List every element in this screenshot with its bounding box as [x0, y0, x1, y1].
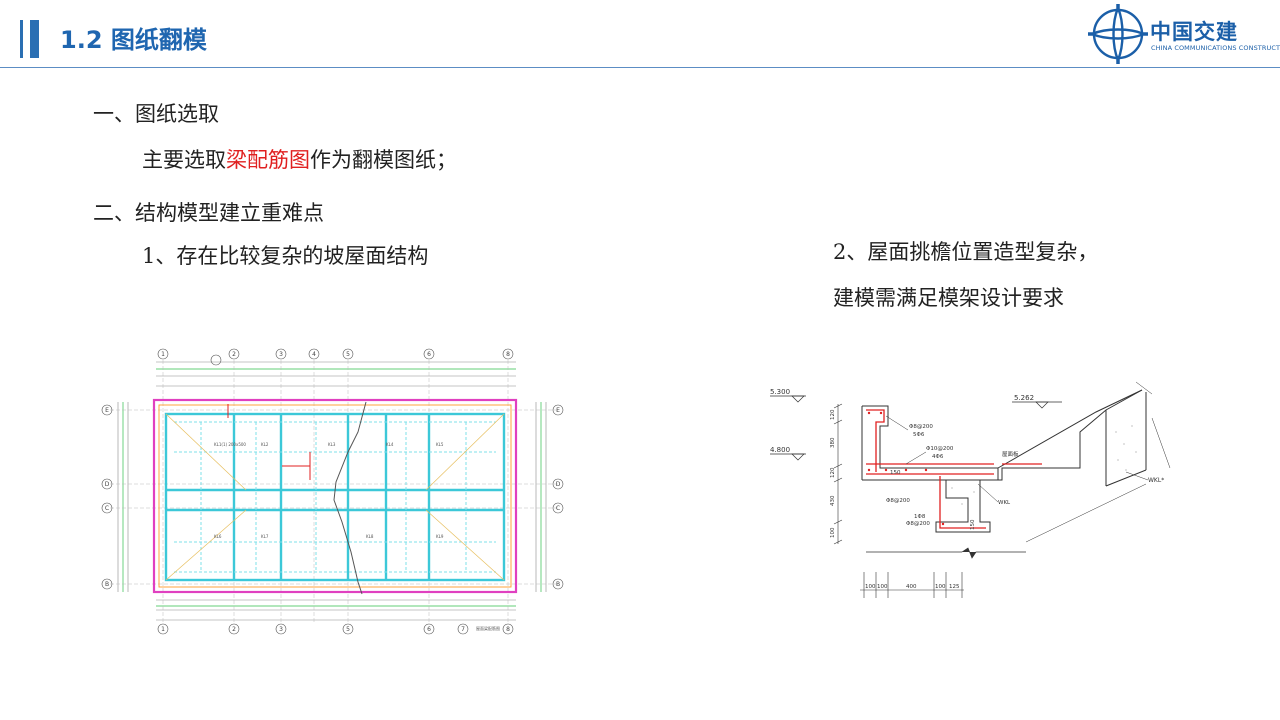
- svg-text:KL4: KL4: [386, 442, 394, 447]
- section-2-heading: 二、结构模型建立重难点: [93, 201, 324, 225]
- beam-label-wkl-ext: WKL*: [1148, 477, 1164, 484]
- axis-top-3: 3: [279, 351, 283, 358]
- axis-right-b: B: [556, 581, 560, 588]
- dim-v-3: 120: [830, 467, 836, 478]
- axis-bottom-2: 2: [232, 626, 236, 633]
- dim-150-vertical: 150: [970, 519, 976, 530]
- axis-bottom-7: 7: [461, 626, 465, 633]
- level-5262: 5.262: [1014, 394, 1034, 402]
- dim-h-3: 400: [906, 584, 917, 590]
- svg-text:KL2: KL2: [261, 442, 269, 447]
- svg-text:KL6: KL6: [214, 534, 222, 539]
- axis-bottom-3: 3: [279, 626, 283, 633]
- axis-top-2: 2: [232, 351, 236, 358]
- axis-right-d: D: [556, 481, 561, 488]
- header-accent-thin: [20, 20, 23, 58]
- svg-text:KL9: KL9: [436, 534, 444, 539]
- axis-left-e: E: [105, 407, 109, 414]
- rebar-label-5: Φ8@200: [906, 521, 930, 527]
- svg-text:KL1(1) 200x500: KL1(1) 200x500: [214, 442, 246, 447]
- point-2-line-1: 2、屋面挑檐位置造型复杂，: [833, 240, 1099, 264]
- axis-top-6: 6: [427, 351, 431, 358]
- dim-v-5: 100: [830, 527, 836, 538]
- dim-h-1: 100: [865, 584, 876, 590]
- rebar-label-2: Φ10@200: [926, 446, 954, 452]
- section-1-heading: 一、图纸选取: [93, 102, 219, 126]
- axis-left-d: D: [105, 481, 110, 488]
- logo-chinese-text: 中国交建: [1150, 20, 1238, 44]
- rebar-label-2b: 4Φ6: [932, 454, 944, 460]
- roof-slab-label: 屋面板: [1002, 450, 1019, 458]
- header-divider: [0, 67, 1280, 68]
- level-4800: 4.800: [770, 446, 790, 454]
- svg-text:KL3: KL3: [328, 442, 336, 447]
- section-1-text-b: 作为翻模图纸；: [310, 148, 457, 172]
- axis-bottom-1: 1: [161, 626, 165, 633]
- axis-bottom-8: 8: [506, 626, 510, 633]
- dim-h-2: 100: [877, 584, 888, 590]
- section-1-highlight: 梁配筋图: [226, 148, 310, 172]
- logo-english-text: CHINA COMMUNICATIONS CONSTRUCTION: [1151, 44, 1280, 52]
- rebar-label-4: 1Φ8: [914, 514, 926, 520]
- beam-plan-drawing: KL1(1) 200x500 KL2 KL3 KL4 KL5 KL6 KL7 K…: [101, 348, 564, 635]
- axis-right-c: C: [556, 505, 560, 512]
- axis-top-4: 4: [312, 351, 316, 358]
- svg-text:屋面梁配筋图: 屋面梁配筋图: [476, 625, 500, 631]
- rebar-label-1b: 5Φ6: [913, 432, 925, 438]
- axis-top-8: 8: [506, 351, 510, 358]
- point-2-line-2: 建模需满足模架设计要求: [833, 286, 1064, 310]
- slide-title: 1.2 图纸翻模: [60, 26, 207, 54]
- svg-text:KL8: KL8: [366, 534, 374, 539]
- axis-bottom-5: 5: [346, 626, 350, 633]
- axis-top-1: 1: [161, 351, 165, 358]
- rebar-label-3: Φ8@200: [886, 498, 910, 504]
- section-1-body: 主要选取梁配筋图作为翻模图纸；: [142, 146, 457, 174]
- dim-v-1: 120: [830, 409, 836, 420]
- dim-h-5: 125: [949, 584, 960, 590]
- rebar-label-1: Φ8@200: [909, 424, 933, 430]
- axis-bottom-6: 6: [427, 626, 431, 633]
- axis-right-e: E: [556, 407, 560, 414]
- svg-text:KL5: KL5: [436, 442, 444, 447]
- axis-left-b: B: [105, 581, 109, 588]
- dim-h-4: 100: [935, 584, 946, 590]
- level-5300: 5.300: [770, 388, 790, 396]
- section-1-text-a: 主要选取: [142, 148, 226, 172]
- dim-v-4: 430: [830, 495, 836, 506]
- dim-v-2: 380: [830, 437, 836, 448]
- point-1: 1、存在比较复杂的坡屋面结构: [142, 244, 429, 268]
- dim-150-label: 150: [890, 470, 901, 476]
- ccc-logo-icon: [1088, 4, 1148, 64]
- header-accent-thick: [30, 20, 39, 58]
- eave-section-drawing: 5.300 4.800 5.262 120 380 120 430 100: [770, 381, 1171, 598]
- svg-text:KL7: KL7: [261, 534, 269, 539]
- axis-top-5: 5: [346, 351, 350, 358]
- axis-left-c: C: [105, 505, 109, 512]
- beam-label-wkl: WKL: [998, 500, 1011, 506]
